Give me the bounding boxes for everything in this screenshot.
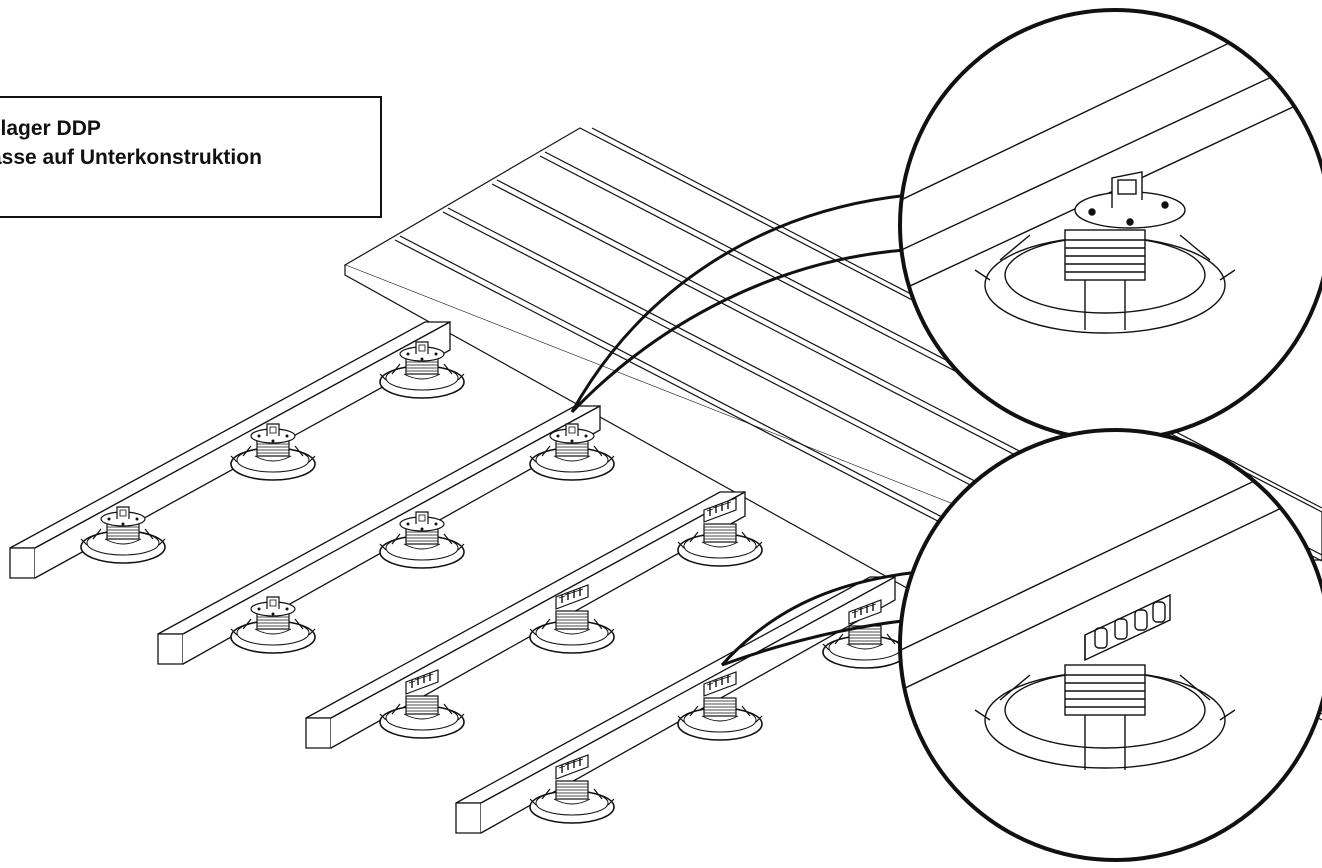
callout-leaders <box>570 193 919 667</box>
detail-circle-bottom <box>898 428 1322 862</box>
detail-circle-top <box>898 8 1322 442</box>
label-line-1: zlager DDP <box>0 117 101 140</box>
label-line-2: asse auf Unterkonstruktion <box>0 146 262 169</box>
label-box: zlager DDP asse auf Unterkonstruktion <box>0 96 382 218</box>
